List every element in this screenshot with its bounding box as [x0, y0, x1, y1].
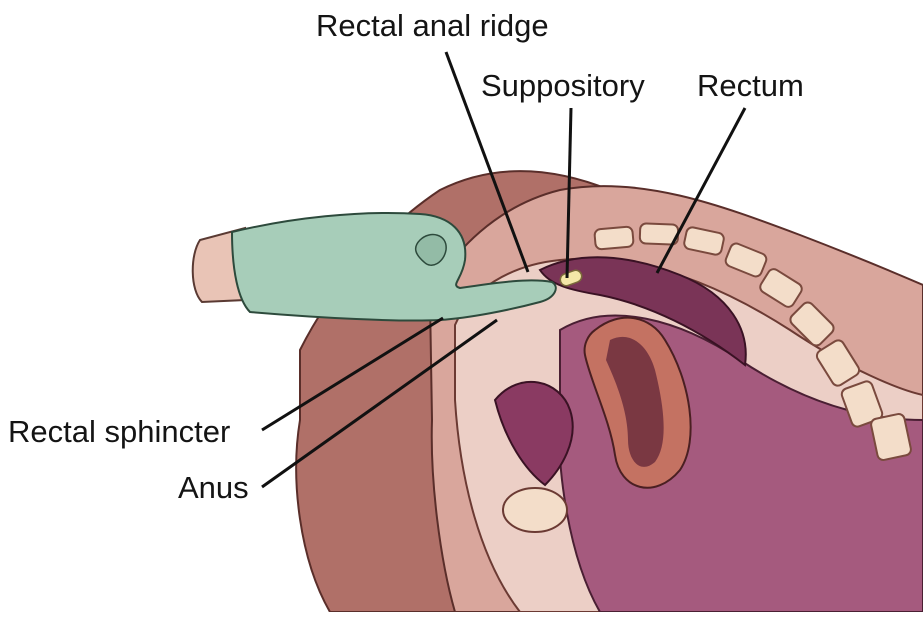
label-rectal-sphincter: Rectal sphincter [8, 416, 230, 447]
label-rectal-anal-ridge: Rectal anal ridge [316, 10, 549, 41]
label-suppository: Suppository [481, 70, 645, 101]
label-anus: Anus [178, 472, 249, 503]
pubic-bone [503, 488, 567, 532]
label-rectum: Rectum [697, 70, 804, 101]
